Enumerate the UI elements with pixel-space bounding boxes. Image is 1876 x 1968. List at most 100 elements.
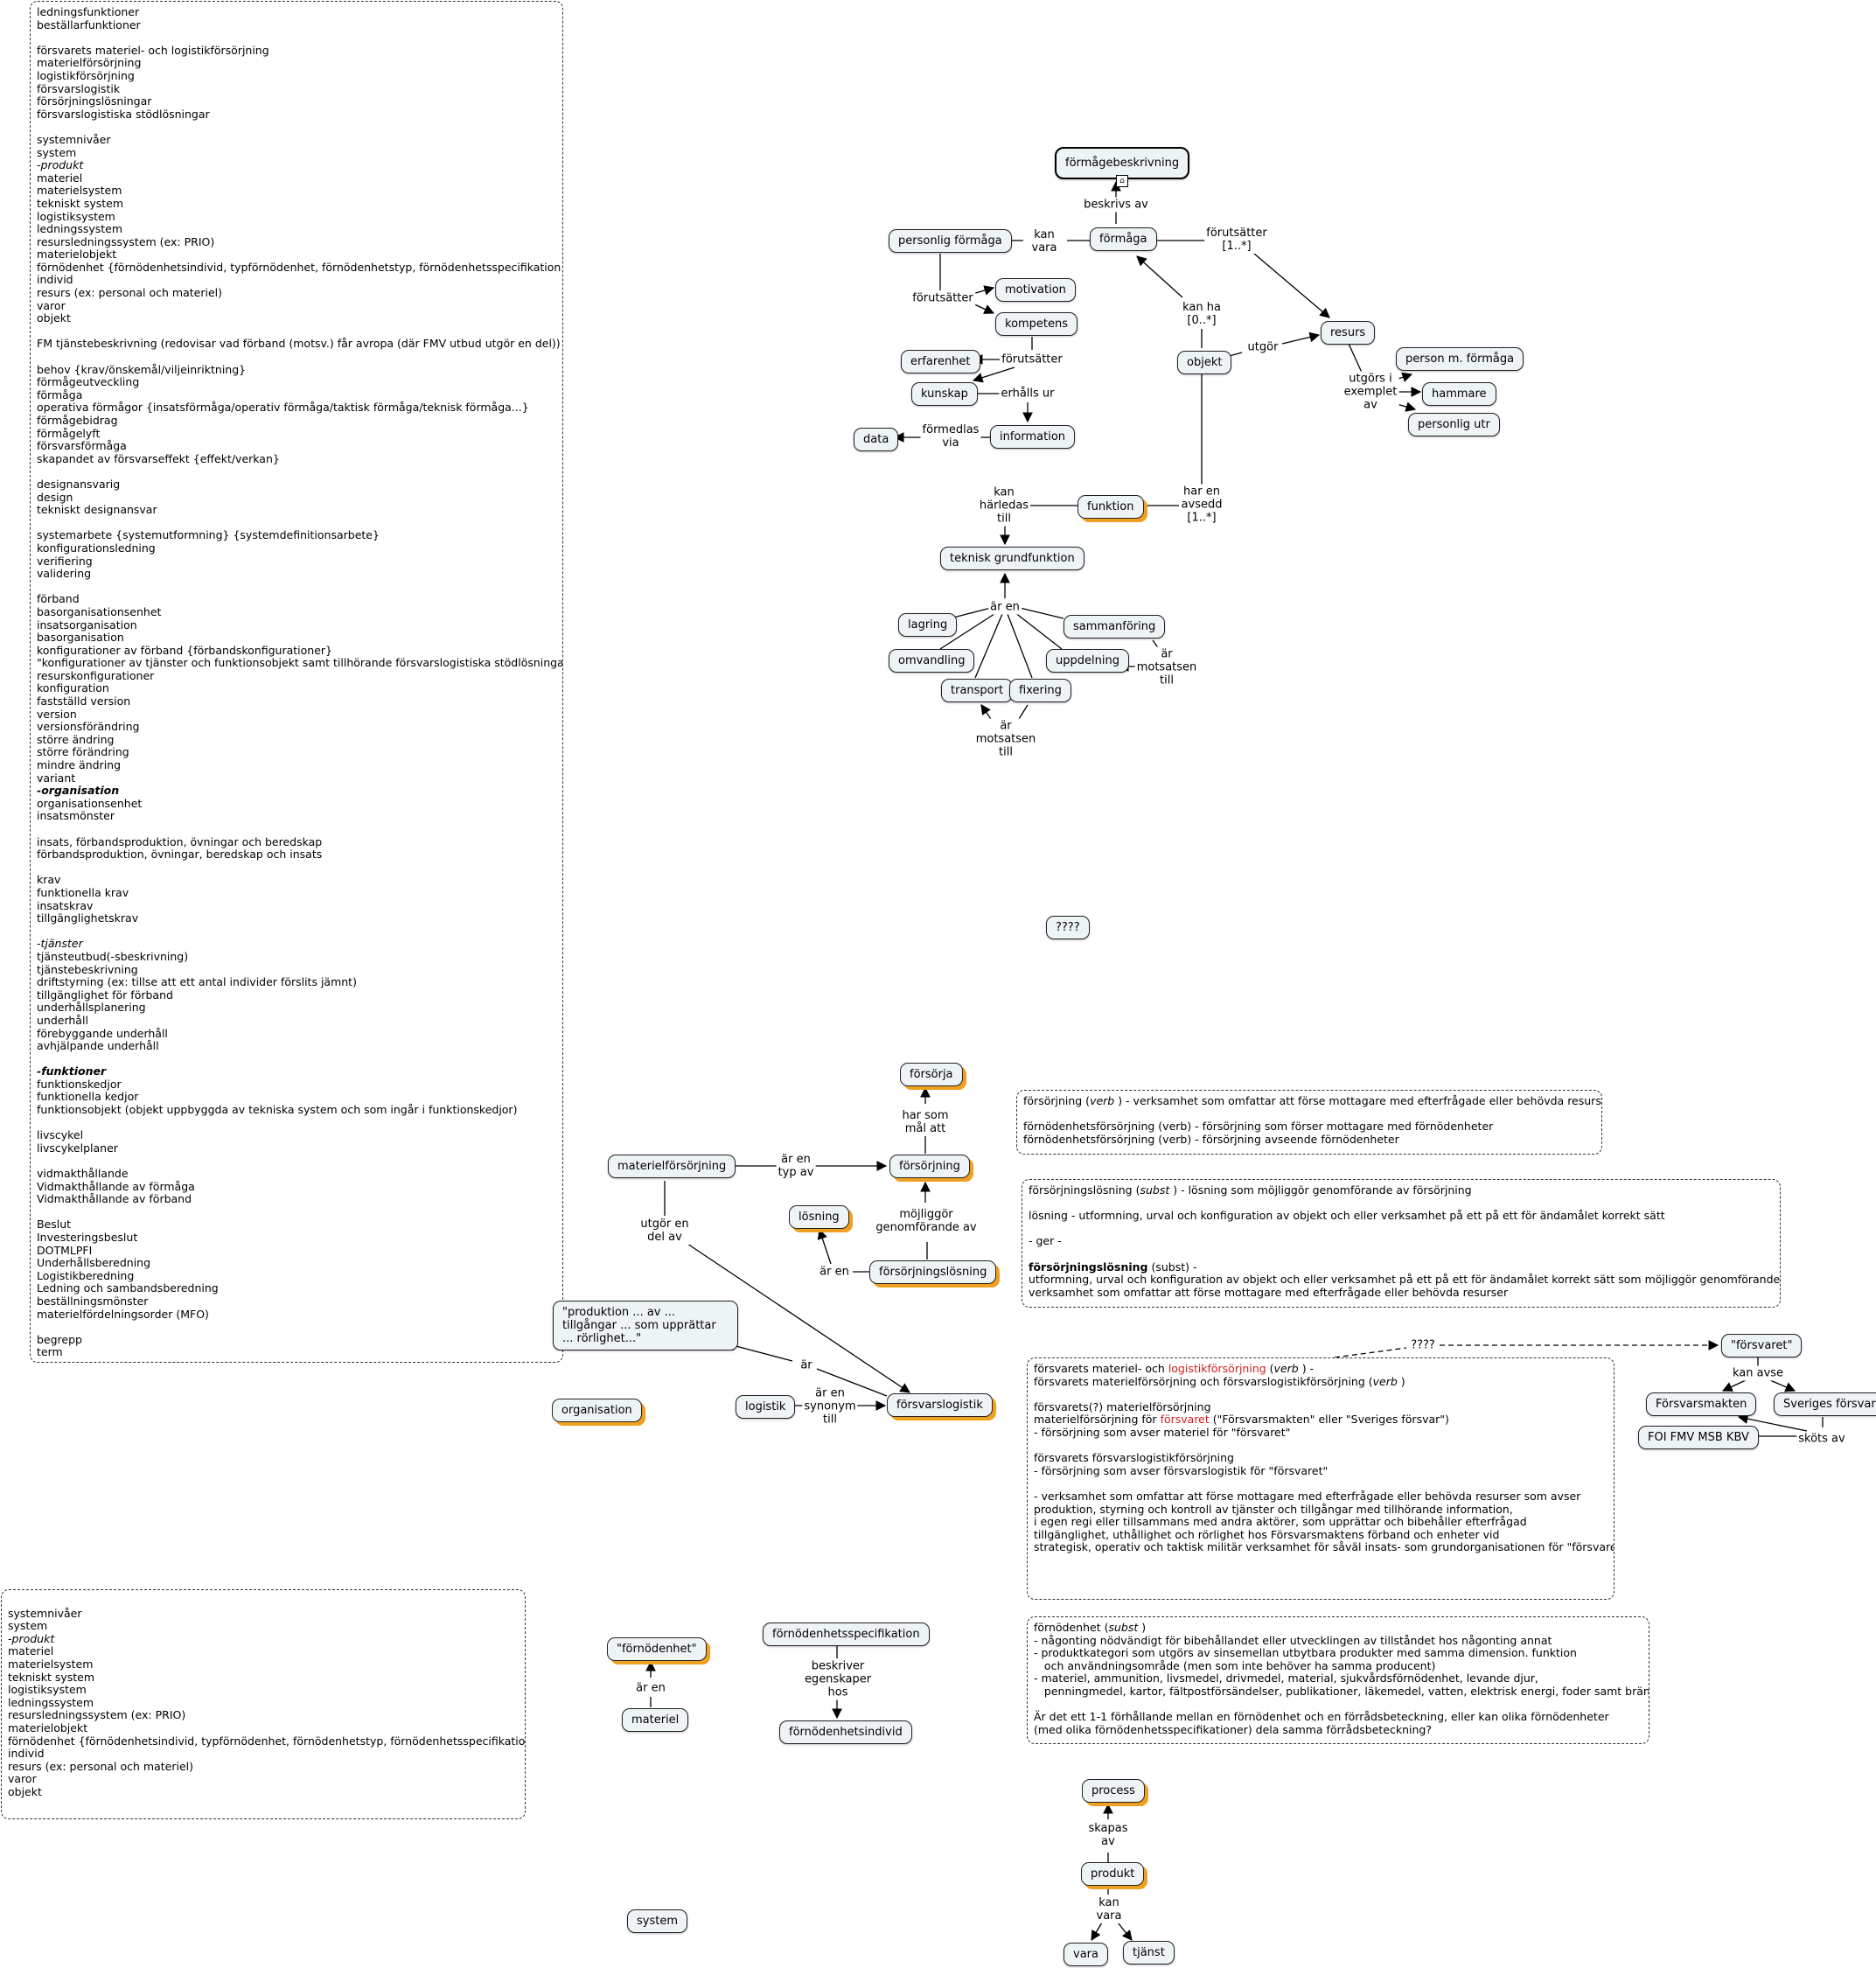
note-line: materielförsörjning för försvaret ("Förs…	[1034, 1413, 1449, 1427]
note-line	[1034, 1388, 1608, 1401]
node-erfarenhet[interactable]: erfarenhet	[901, 350, 980, 373]
node-uppdelning[interactable]: uppdelning	[1046, 649, 1129, 673]
note-line: förband	[37, 592, 80, 606]
note-line: utformning, urval och konfiguration av o…	[1029, 1273, 1781, 1287]
note-line: underhåll	[37, 1013, 88, 1027]
note-line: vidmakthållande	[37, 1167, 129, 1181]
edge-aren-fixering	[1007, 613, 1033, 679]
edge-aren-uppdelning	[1014, 611, 1063, 650]
node-fixering[interactable]: fixering	[1009, 679, 1071, 702]
node-kunskap[interactable]: kunskap	[911, 382, 978, 406]
node-teknisk-grundfunktion[interactable]: teknisk grundfunktion	[940, 547, 1084, 570]
node-omvandling[interactable]: omvandling	[889, 649, 975, 673]
note-line: variant	[37, 771, 76, 785]
note-line: operativa förmågor {insatsförmåga/operat…	[37, 401, 529, 415]
link-label-skots-av: sköts av	[1796, 1431, 1847, 1447]
node-tjanst[interactable]: tjänst	[1123, 1941, 1175, 1965]
node-process[interactable]: process	[1082, 1779, 1145, 1803]
note-line: konfigurationsledning	[37, 541, 156, 555]
note-line: konfigurationer av förband {förbandskonf…	[37, 643, 333, 657]
node-materielforsorjning[interactable]: materielförsörjning	[608, 1155, 736, 1178]
node-transport[interactable]: transport	[941, 679, 1014, 702]
node-funktion[interactable]: funktion	[1077, 495, 1144, 519]
note-line: fastställd version	[37, 694, 131, 708]
link-label-ar-en-b: är en	[818, 1264, 851, 1280]
note-line: försvarsförmåga	[37, 439, 127, 453]
node-vara[interactable]: vara	[1064, 1943, 1108, 1966]
node-forsvarslogistik[interactable]: försvarslogistik	[887, 1393, 993, 1417]
node-losning-label: lösning	[799, 1211, 840, 1224]
link-label-ar: är	[799, 1357, 814, 1373]
note-line: funktionella krav	[37, 885, 129, 899]
note-line: funktionsobjekt (objekt uppbyggda av tek…	[37, 1103, 518, 1117]
node-system[interactable]: system	[627, 1909, 687, 1933]
node-personlig-utr[interactable]: personlig utr	[1408, 413, 1500, 436]
node-forsorjningslosning[interactable]: försörjningslösning	[869, 1260, 997, 1284]
note-line	[37, 517, 556, 530]
note-line: -produkt	[8, 1631, 55, 1645]
note-line: begrepp	[37, 1332, 82, 1346]
node-resurs[interactable]: resurs	[1321, 321, 1376, 345]
node-produkt[interactable]: produkt	[1081, 1862, 1145, 1886]
node-produktion-quote[interactable]: "produktion ... av ... tillgångar ... so…	[553, 1301, 738, 1350]
node-forsorja-label: försörja	[910, 1068, 953, 1081]
node-information[interactable]: information	[990, 425, 1076, 449]
node-sammanforing[interactable]: sammanföring	[1064, 615, 1166, 639]
node-forsvarslogistik-label: försvarslogistik	[896, 1399, 983, 1412]
note-line: tekniskt system	[37, 196, 124, 210]
node-fragor[interactable]: ????	[1046, 916, 1090, 939]
edge-forutsatter-motivation	[972, 285, 995, 296]
node-materiel[interactable]: materiel	[622, 1708, 689, 1732]
node-objekt[interactable]: objekt	[1177, 351, 1232, 374]
node-transport-label: transport	[951, 684, 1004, 697]
node-losning[interactable]: lösning	[789, 1205, 849, 1229]
node-personlig-utr-label: personlig utr	[1418, 418, 1490, 431]
node-data-label: data	[863, 433, 889, 446]
note-line: försvarslogistiska stödlösningar	[37, 107, 210, 121]
note-line: tekniskt system	[8, 1670, 95, 1684]
node-resurs-label: resurs	[1330, 326, 1366, 339]
node-person-m-formaga[interactable]: person m. förmåga	[1396, 347, 1524, 371]
node-forsorja[interactable]: försörja	[900, 1063, 963, 1086]
link-label-kan-ha: kan ha[0..*]	[1181, 300, 1223, 328]
node-organisation[interactable]: organisation	[552, 1399, 642, 1422]
node-forsvaret-quote[interactable]: "försvaret"	[1721, 1334, 1803, 1357]
note-line: ledningsfunktioner	[37, 5, 140, 18]
note-line: Vidmakthållande av förmåga	[37, 1179, 195, 1193]
node-sveriges-forsvar[interactable]: Sveriges försvar	[1774, 1392, 1876, 1416]
node-personlig-formaga-label: personlig förmåga	[898, 234, 1002, 248]
note-line: ledningssystem	[8, 1695, 94, 1709]
node-formagebeskrivning-label: förmågebeskrivning	[1065, 157, 1180, 170]
edge-forutsatter-kunskap	[972, 366, 1015, 383]
node-formaga[interactable]: förmåga	[1090, 227, 1157, 251]
note-line: systemarbete {systemutformning} {systemd…	[37, 528, 380, 542]
link-label-forutsatter-b: förutsätter	[1000, 352, 1064, 367]
note-line: materielfördelningsorder (MFO)	[37, 1307, 209, 1321]
note-line: underhållsplanering	[37, 1001, 146, 1015]
node-hammare[interactable]: hammare	[1422, 382, 1496, 406]
edge-kanha-formaga	[1136, 255, 1183, 298]
node-forsvarsmakten[interactable]: Försvarsmakten	[1646, 1392, 1757, 1416]
node-foi-fmv[interactable]: FOI FMV MSB KBV	[1638, 1426, 1759, 1449]
node-formagebeskrivning[interactable]: förmågebeskrivning ⌂	[1055, 147, 1190, 187]
note-forsorjning-definition: försörjning (verb ) - verksamhet som omf…	[1016, 1090, 1602, 1155]
node-logistik[interactable]: logistik	[736, 1395, 796, 1419]
node-fornodenhet-quote[interactable]: "förnödenhet"	[607, 1637, 707, 1661]
node-motivation-label: motivation	[1005, 283, 1066, 297]
note-line: -produkt	[37, 158, 84, 172]
node-kompetens[interactable]: kompetens	[995, 312, 1078, 336]
node-forsorjning[interactable]: försörjning	[889, 1155, 970, 1178]
node-data[interactable]: data	[854, 428, 899, 451]
node-personlig-formaga[interactable]: personlig förmåga	[889, 229, 1012, 253]
note-line: Beslut	[37, 1218, 72, 1232]
node-lagring[interactable]: lagring	[898, 613, 958, 637]
note-line: större förändring	[37, 745, 129, 759]
node-fornodenhetsspecifikation[interactable]: förnödenhetsspecifikation	[763, 1623, 930, 1646]
node-motivation[interactable]: motivation	[995, 278, 1076, 302]
edge-kanvara-vara	[1091, 1922, 1103, 1942]
node-fornodenhetsindivid[interactable]: förnödenhetsindivid	[779, 1720, 912, 1744]
node-kunskap-label: kunskap	[921, 387, 968, 401]
note-line: versionsförändring	[37, 720, 140, 734]
